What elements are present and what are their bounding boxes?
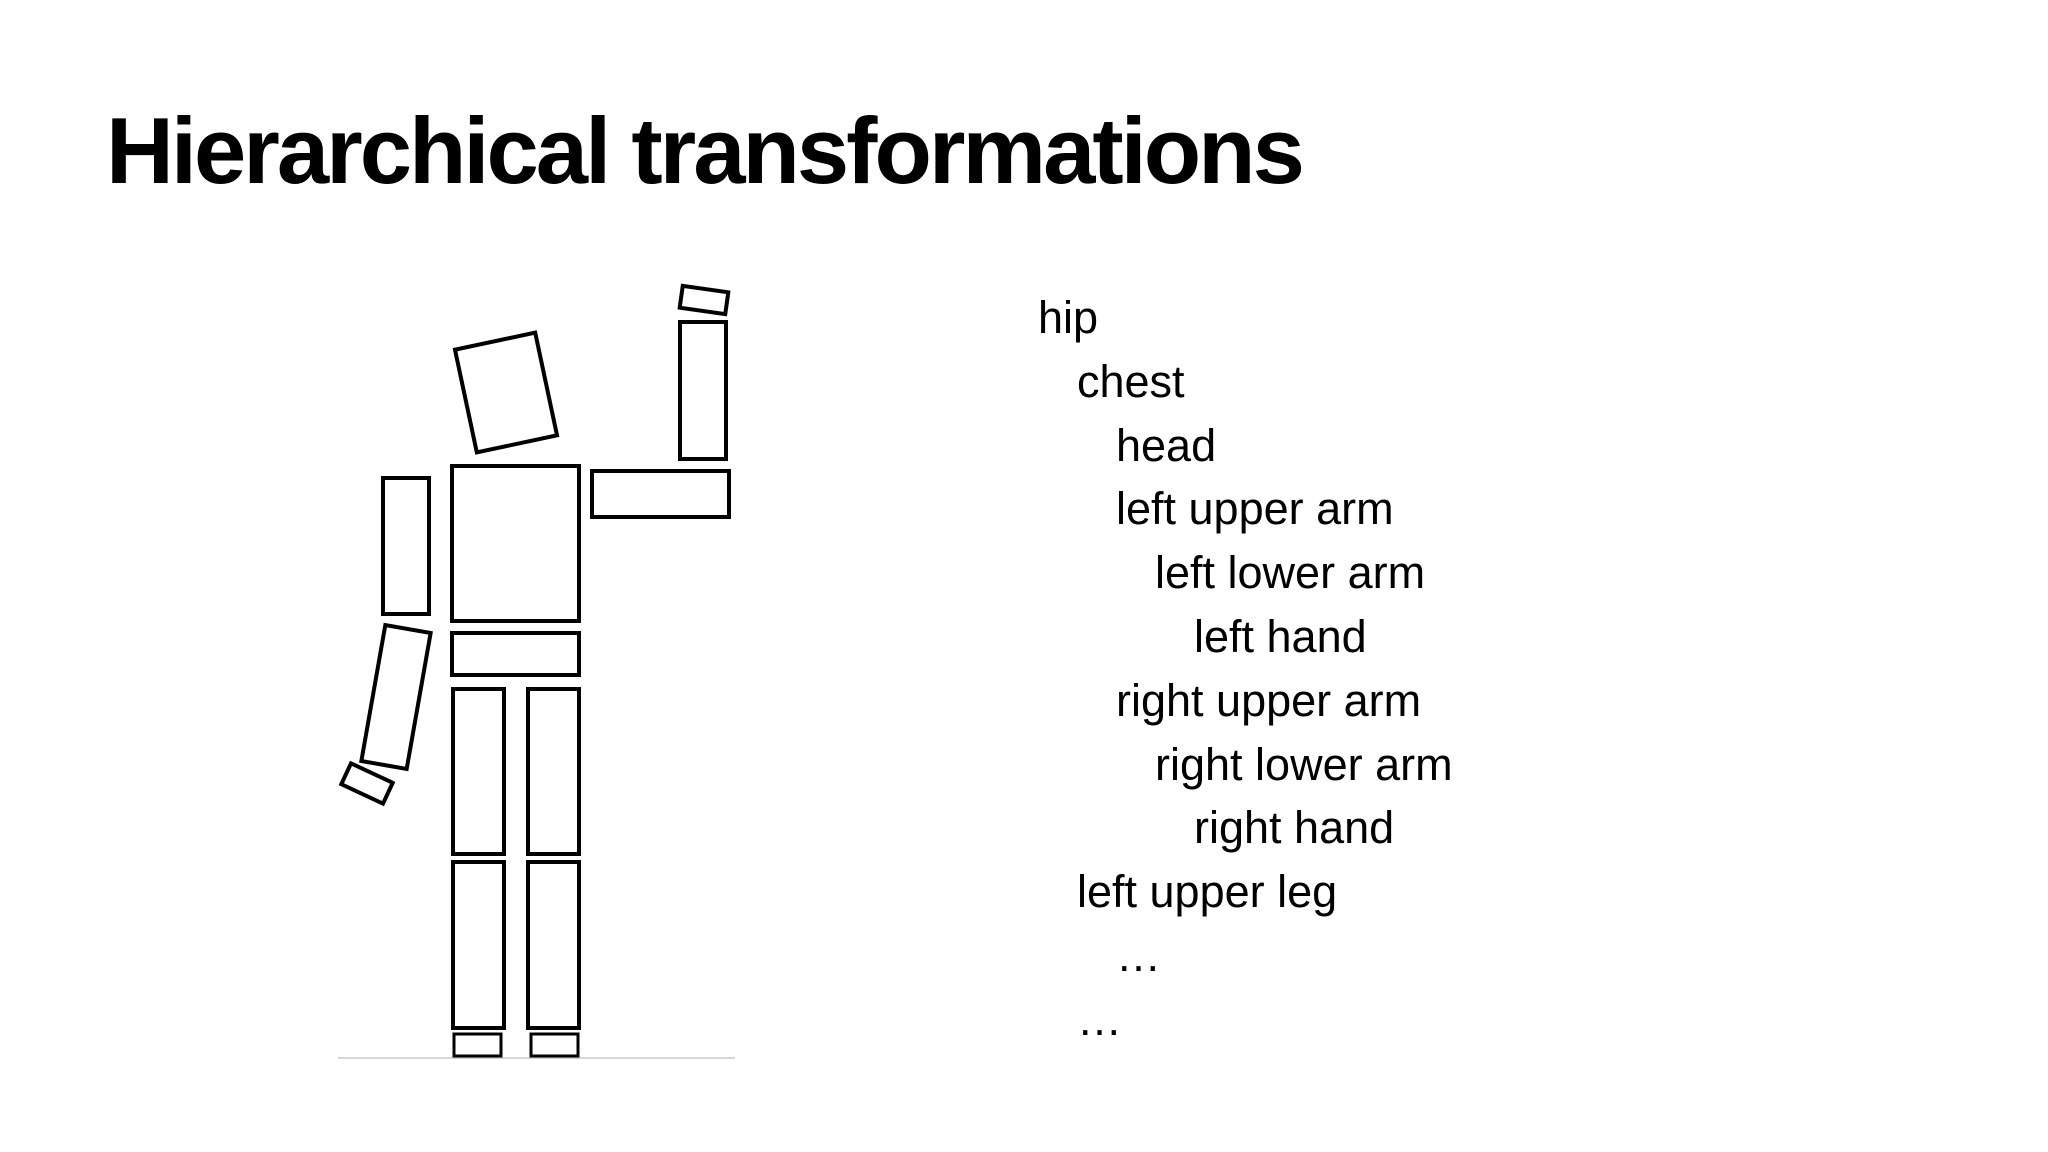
body-part-right-upper-leg bbox=[526, 687, 581, 856]
hierarchy-node: hip bbox=[1038, 292, 1099, 343]
hierarchy-node: left upper arm bbox=[1116, 483, 1394, 535]
body-part-left-lower-arm bbox=[359, 622, 433, 772]
transform-hierarchy-list: hip chest head left upper arm left lower arm… bbox=[1038, 286, 1453, 1052]
body-part-hip bbox=[450, 631, 581, 677]
hierarchy-node: right hand bbox=[1194, 802, 1395, 854]
hierarchy-node: head bbox=[1116, 419, 1217, 471]
body-part-left-upper-arm bbox=[381, 476, 431, 616]
body-part-right-hand bbox=[677, 283, 731, 317]
body-part-head bbox=[452, 330, 560, 455]
hierarchy-node: right lower arm bbox=[1155, 738, 1453, 790]
hierarchy-ellipsis: … bbox=[1077, 993, 1122, 1045]
hierarchy-node: left upper leg bbox=[1077, 866, 1338, 918]
hierarchy-node: right upper arm bbox=[1116, 674, 1422, 726]
hierarchy-ellipsis: … bbox=[1116, 929, 1161, 981]
body-part-right-foot bbox=[529, 1032, 580, 1058]
body-part-right-lower-arm bbox=[678, 320, 728, 461]
body-part-right-lower-leg bbox=[526, 860, 581, 1030]
hierarchy-node: left hand bbox=[1194, 610, 1367, 662]
body-part-left-foot bbox=[452, 1032, 503, 1058]
hierarchy-node: left lower arm bbox=[1155, 547, 1426, 599]
body-part-left-lower-leg bbox=[451, 860, 506, 1030]
slide-title: Hierarchical transformations bbox=[106, 98, 1305, 203]
hierarchy-node: chest bbox=[1077, 355, 1185, 407]
body-part-left-hand bbox=[338, 760, 396, 807]
figure-body bbox=[338, 283, 731, 1058]
body-part-right-upper-arm bbox=[590, 469, 731, 519]
body-part-left-upper-leg bbox=[451, 687, 506, 856]
body-part-chest bbox=[450, 464, 581, 623]
